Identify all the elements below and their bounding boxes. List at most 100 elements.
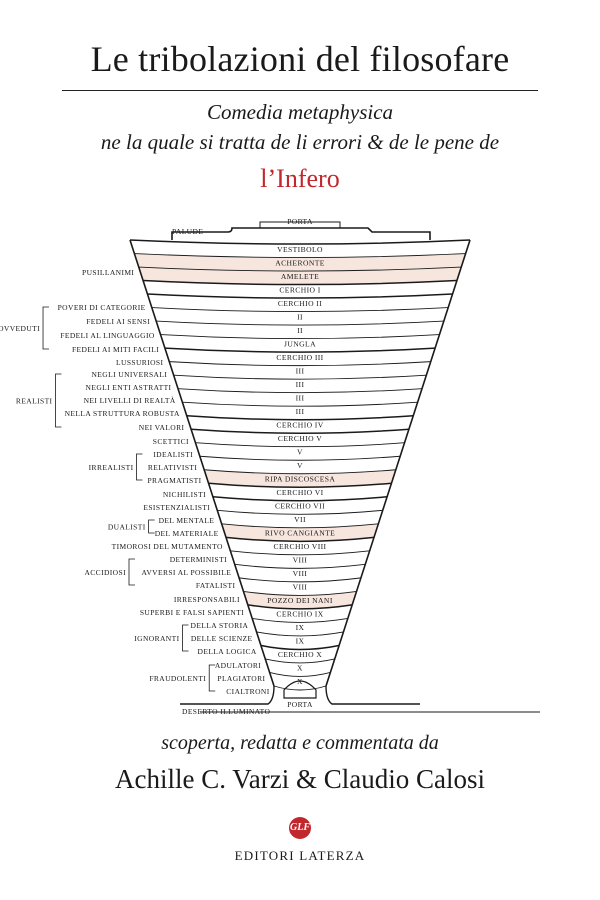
ring-arc xyxy=(134,253,466,258)
publisher-logo-icon: GLF xyxy=(289,817,311,839)
sinner-label: ADULATORI xyxy=(215,661,261,670)
ring-labels: VESTIBOLO ACHERONTE AMELETE CERCHIO I CERCHI… xyxy=(265,245,336,686)
ring-arc xyxy=(225,536,375,543)
inferno-diagram: VESTIBOLO ACHERONTE AMELETE CERCHIO I CERCHI… xyxy=(0,217,540,716)
ring-arc xyxy=(147,293,453,299)
bottom-left-wall xyxy=(180,685,275,705)
ring-label: III xyxy=(296,366,305,375)
ring-arc xyxy=(256,631,344,637)
ring-label: III xyxy=(296,407,305,416)
group-bracket xyxy=(55,373,62,428)
sinner-label: NEGLI ENTI ASTRATTI xyxy=(86,383,172,392)
ring-arc xyxy=(177,388,423,394)
subtitle-infero: l’Infero xyxy=(260,164,340,193)
ring-label: CERCHIO I xyxy=(279,285,320,294)
ring-arc xyxy=(243,590,357,596)
subtitle-line-1: Comedia metaphysica xyxy=(206,100,394,124)
sinner-label: TIMOROSI DEL MUTAMENTO xyxy=(112,542,223,551)
group-bracket xyxy=(128,558,135,586)
ring-label: ACHERONTE xyxy=(275,258,325,267)
sinner-label: PLAGIATORI xyxy=(217,674,265,683)
ring-arc xyxy=(230,550,370,556)
group-label: IRREALISTI xyxy=(89,463,134,472)
ring-label: RIPA DISCOSCESA xyxy=(265,475,336,484)
sinner-label: CIALTRONI xyxy=(226,687,269,696)
ring-arc xyxy=(221,523,379,529)
ring-label: AMELETE xyxy=(281,272,319,281)
ring-arc xyxy=(186,414,414,421)
sinner-label: IRRESPONSABILI xyxy=(174,595,240,604)
ring-label: CERCHIO II xyxy=(278,299,322,308)
ring-label: VIII xyxy=(293,556,308,565)
subtitle-line-2: ne la quale si tratta de li errori & de … xyxy=(100,130,500,154)
left-wall xyxy=(129,239,275,687)
book-title: Le tribolazioni del filosofare xyxy=(90,39,510,79)
ring-label: CERCHIO IX xyxy=(276,610,323,619)
ring-label: RIVO CANGIANTE xyxy=(265,529,335,538)
ring-arc xyxy=(269,672,331,677)
ring-label: X xyxy=(297,664,303,673)
sinner-label: DEL MATERIALE xyxy=(155,529,219,538)
sinner-label: FEDELI AI MITI FACILI xyxy=(72,345,159,354)
right-wall xyxy=(325,239,471,687)
sinner-label: NICHILISTI xyxy=(163,490,206,499)
ring-arc xyxy=(273,685,327,691)
sinner-label: FATALISTI xyxy=(196,581,236,590)
sinner-label: SUPERBI E FALSI SAPIENTI xyxy=(140,608,244,617)
sinner-label: DELLA STORIA xyxy=(191,621,249,630)
ring-arc xyxy=(173,374,427,380)
ring-label: IX xyxy=(296,623,305,632)
ring-label: VESTIBOLO xyxy=(277,245,323,254)
ring-label: CERCHIO VIII xyxy=(274,542,327,551)
shaded-bands xyxy=(134,253,466,609)
group-label: REALISTI xyxy=(16,397,53,406)
ring-label: II xyxy=(297,312,303,321)
ring-label: II xyxy=(297,326,303,335)
group-label: ACCIDIOSI xyxy=(84,568,126,577)
sinner-label: POVERI DI CATEGORIE xyxy=(58,303,146,312)
ring-label: X xyxy=(297,677,303,686)
group-bracket xyxy=(148,519,155,534)
cone-outline xyxy=(129,221,540,713)
shaded-band xyxy=(221,523,379,542)
ring-arc xyxy=(191,428,409,434)
bottom-gate-label: PORTA xyxy=(287,700,313,709)
group-label: DUALISTI xyxy=(108,523,146,532)
ring-arc xyxy=(247,604,353,610)
title-rule xyxy=(62,90,538,91)
top-gate-wall xyxy=(171,227,431,240)
sinner-label: LUSSURIOSI xyxy=(116,358,163,367)
ring-arc xyxy=(195,442,405,448)
ring-arc xyxy=(212,496,388,502)
ring-arc xyxy=(169,361,431,367)
ring-label: VIII xyxy=(293,569,308,578)
sinner-label: IDEALISTI xyxy=(153,450,193,459)
ring-label: III xyxy=(296,393,305,402)
sinner-label: NEI VALORI xyxy=(139,423,185,432)
group-brackets: SPROVVEDUTIREALISTIIRREALISTIDUALISTIACC… xyxy=(0,306,216,692)
ring-label: CERCHIO IV xyxy=(276,420,323,429)
ring-label: CERCHIO X xyxy=(278,650,322,659)
ring-arc xyxy=(234,563,366,569)
ring-arc xyxy=(156,320,444,326)
ring-arc xyxy=(252,617,348,623)
sinner-label: NELLA STRUTTURA ROBUSTA xyxy=(65,409,180,418)
group-bracket xyxy=(208,664,216,692)
ring-label: JUNGLA xyxy=(284,339,316,348)
ring-arc xyxy=(265,658,335,664)
shaded-band xyxy=(243,591,357,609)
ring-arc xyxy=(260,644,340,651)
ring-arc xyxy=(204,469,396,475)
ring-label: V xyxy=(297,461,303,470)
sinner-label: NEGLI UNIVERSALI xyxy=(91,370,167,379)
ring-arc xyxy=(164,347,436,353)
ring-arc xyxy=(160,334,440,340)
ring-label: CERCHIO V xyxy=(278,434,322,443)
ring-arcs xyxy=(129,239,471,691)
ring-arc xyxy=(239,577,361,583)
ring-arc xyxy=(208,482,392,489)
shaded-band xyxy=(138,267,462,285)
shaded-band xyxy=(134,253,466,272)
sinner-label: FEDELI AL LINGUAGGIO xyxy=(60,331,155,340)
